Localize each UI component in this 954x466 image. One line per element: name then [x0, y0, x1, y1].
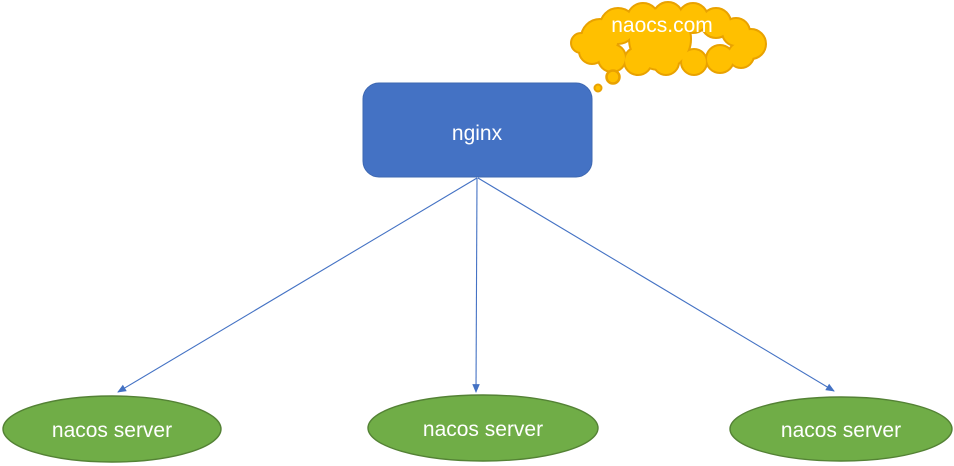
connector-nginx-to-server-middle [472, 177, 480, 393]
connector-group [117, 177, 835, 393]
cloud-trail-bubble-small [593, 83, 603, 93]
nginx-label: nginx [452, 122, 503, 145]
server-node-left: nacos server [2, 395, 222, 463]
nginx-box [362, 82, 593, 178]
server-ellipse [2, 395, 222, 463]
server-ellipse [729, 396, 953, 462]
server-node-middle: nacos server [367, 394, 599, 462]
server-ellipse [367, 394, 599, 462]
server-node-right: nacos server [729, 396, 953, 462]
server-group: nacos server nacos server nacos server [2, 394, 953, 463]
cloud-label: naocs.com [611, 14, 713, 37]
server-label: nacos server [781, 419, 901, 442]
server-label: nacos server [423, 418, 543, 441]
server-label: nacos server [52, 419, 172, 442]
cloud-trail-bubble-large [605, 69, 621, 85]
thought-cloud: naocs.com [570, 1, 767, 93]
connector-nginx-to-server-right [477, 177, 835, 392]
nginx-node: nginx [362, 82, 593, 178]
connector-nginx-to-server-left [117, 177, 478, 393]
